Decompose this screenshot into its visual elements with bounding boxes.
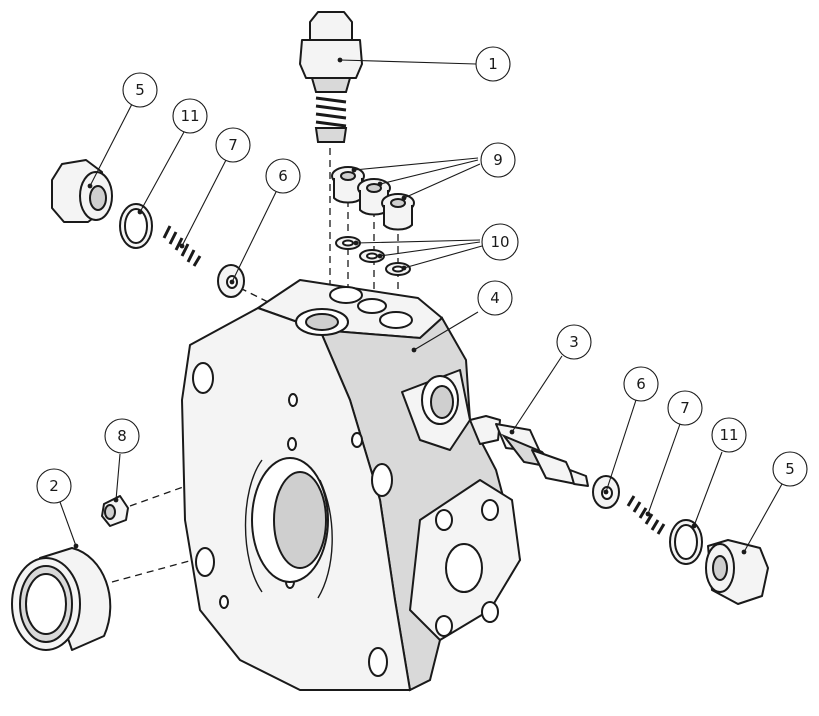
svg-text:11: 11 (719, 426, 738, 444)
part-10-washers (335, 236, 411, 276)
svg-text:4: 4 (490, 289, 500, 307)
svg-text:7: 7 (228, 136, 238, 154)
callout-7-right: 7 (667, 390, 703, 426)
part-5-plug-left (51, 159, 113, 223)
callout-1: 1 (475, 46, 511, 82)
callout-11-right: 11 (711, 417, 747, 453)
part-1-cartridge (299, 11, 363, 143)
svg-text:10: 10 (490, 233, 509, 251)
part-9-plugs (331, 166, 415, 231)
svg-text:6: 6 (636, 375, 646, 393)
callout-10: 10 (481, 223, 519, 261)
callout-4: 4 (477, 280, 513, 316)
part-11-oring-left (119, 203, 153, 249)
svg-text:11: 11 (180, 107, 199, 125)
callout-leaders (59, 57, 783, 555)
part-5-plug-right (705, 539, 769, 605)
callout-11-left: 11 (172, 98, 208, 134)
svg-text:8: 8 (117, 427, 127, 445)
part-4-housing (181, 279, 522, 692)
part-8-setscrew (101, 495, 129, 527)
callout-5-left: 5 (122, 72, 158, 108)
svg-text:9: 9 (493, 151, 503, 169)
part-11-oring-right (669, 519, 703, 565)
part-3-spool (469, 415, 589, 487)
part-7-spring-left (162, 225, 202, 267)
svg-text:2: 2 (49, 477, 59, 495)
callout-3: 3 (556, 324, 592, 360)
callout-5-right: 5 (772, 451, 808, 487)
svg-text:1: 1 (488, 55, 498, 73)
svg-text:5: 5 (785, 460, 795, 478)
svg-text:6: 6 (278, 167, 288, 185)
callout-6-right: 6 (623, 366, 659, 402)
svg-text:5: 5 (135, 81, 145, 99)
callout-6-left: 6 (265, 158, 301, 194)
svg-text:3: 3 (569, 333, 579, 351)
callout-2: 2 (36, 468, 72, 504)
callout-8: 8 (104, 418, 140, 454)
callout-7-left: 7 (215, 127, 251, 163)
svg-text:7: 7 (680, 399, 690, 417)
callout-9: 9 (480, 142, 516, 178)
part-2-bearing (11, 547, 112, 651)
part-7-spring-right (626, 495, 666, 535)
